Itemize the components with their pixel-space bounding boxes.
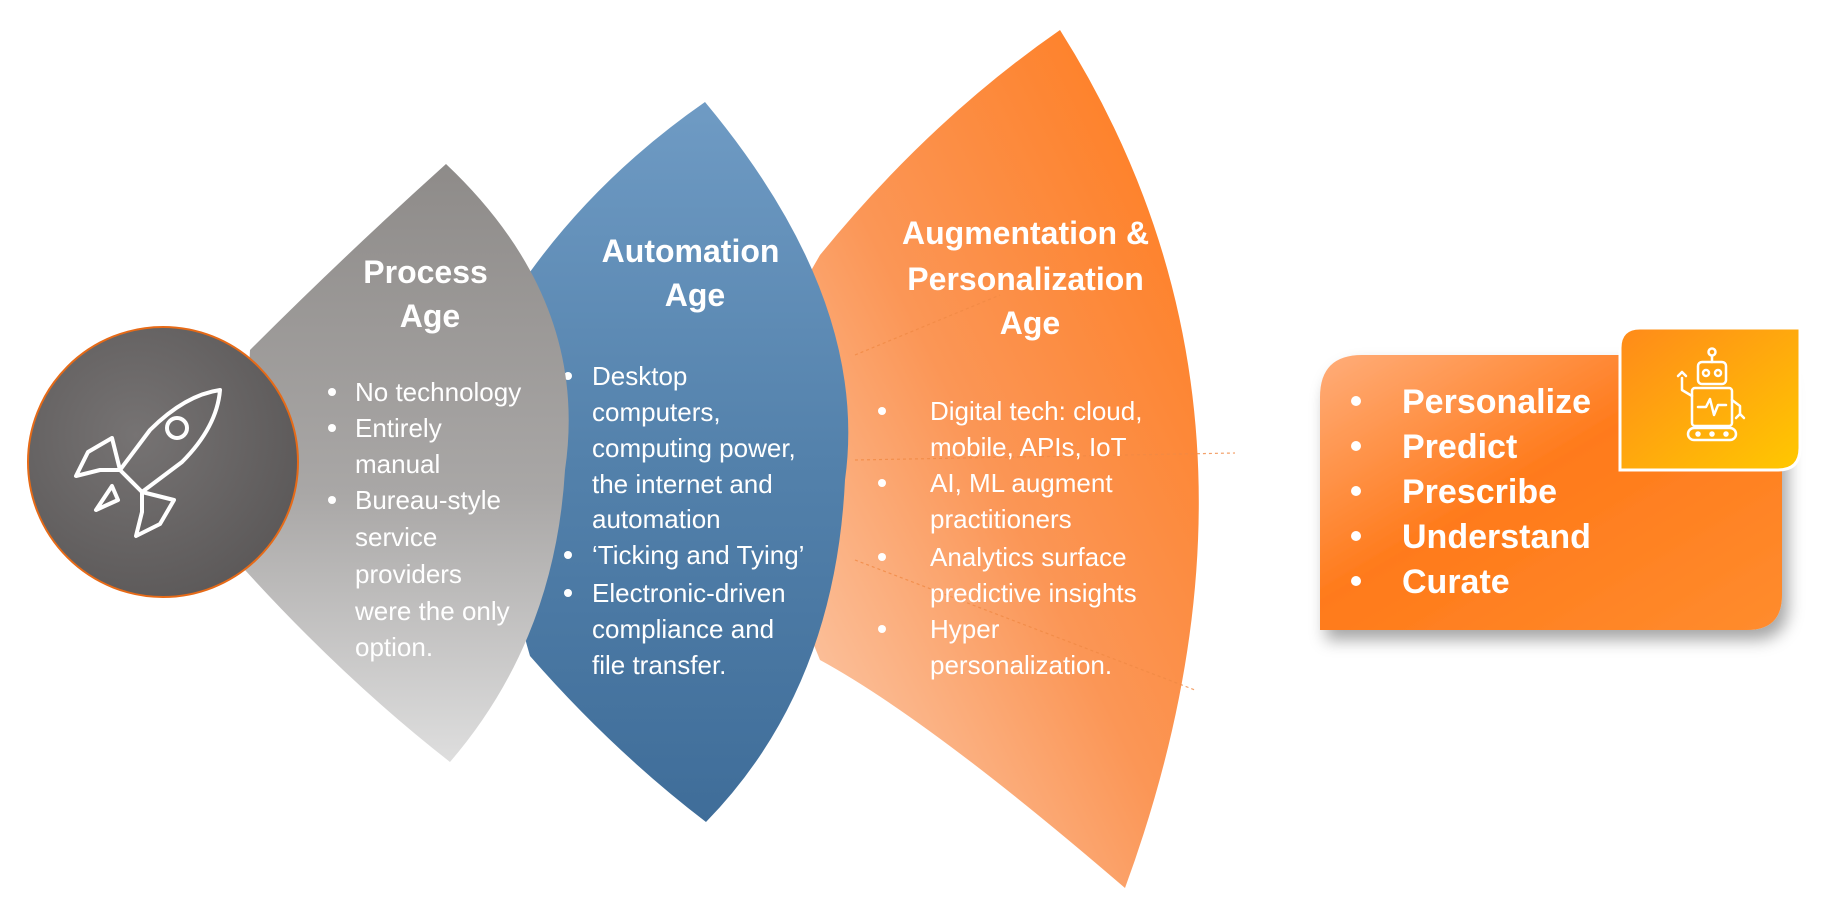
bullet-text: ‘Ticking and Tying’ [592, 540, 804, 570]
stage-divider-lines [854, 294, 1236, 691]
stage-title-line: Age [400, 298, 460, 334]
bullet-text: computing power, [592, 433, 796, 463]
robot-icon [1676, 347, 1746, 442]
stage-shape [770, 30, 1199, 888]
bullet-dot [564, 589, 572, 597]
stage-title-line: Process [363, 254, 488, 290]
card-item: Understand [1402, 518, 1591, 556]
bullet-text: option. [355, 632, 433, 662]
bullet-dot [328, 388, 336, 396]
stage-title: Process Age [363, 254, 496, 334]
bullet-text: Digital tech: cloud, [930, 396, 1142, 426]
capabilities-card: Personalize Predict Prescribe Understand… [1320, 326, 1802, 630]
stage-title: Augmentation & Personalization Age [902, 215, 1158, 341]
bullet-dot [564, 372, 572, 380]
bullet-text: Desktop [592, 361, 687, 391]
bullet-text: computers, [592, 397, 721, 427]
stage-bullets: Desktop computers, computing power, the … [564, 361, 804, 680]
bullet-dot [1351, 531, 1361, 541]
bullet-text: mobile, APIs, IoT [930, 432, 1127, 462]
bullet-text: AI, ML augment [930, 468, 1113, 498]
stage-augmentation-personalization: Augmentation & Personalization Age Digit… [770, 30, 1236, 888]
stage-shape [245, 164, 569, 762]
stage-bullets: Digital tech: cloud, mobile, APIs, IoT A… [878, 396, 1142, 680]
stage-process: Process Age No technology Entirely manua… [245, 164, 569, 762]
bullet-text: practitioners [930, 504, 1072, 534]
bullet-text: were the only [354, 596, 510, 626]
bullet-text: No technology [355, 377, 521, 407]
bullet-text: personalization. [930, 650, 1112, 680]
robot-badge [1618, 326, 1802, 472]
bullet-dot [878, 479, 886, 487]
bullet-dot [328, 424, 336, 432]
bullet-text: Analytics surface [930, 542, 1127, 572]
start-circle [27, 326, 299, 598]
bullet-dot [1351, 486, 1361, 496]
bullet-dot [1351, 396, 1361, 406]
bullet-dot [878, 625, 886, 633]
bullet-text: compliance and [592, 614, 774, 644]
bullet-text: Electronic-driven [592, 578, 786, 608]
stage-automation: Automation Age Desktop computers, comput… [500, 102, 849, 822]
bullet-dot [1351, 576, 1361, 586]
stage-title-line: Automation [602, 233, 780, 269]
rocket-icon [74, 388, 222, 538]
bullet-dot [1351, 441, 1361, 451]
stage-title-line: Augmentation & [902, 215, 1149, 251]
bullet-text: manual [355, 449, 440, 479]
bullet-dot [328, 496, 336, 504]
bullet-text: providers [355, 559, 462, 589]
bullet-dot [878, 553, 886, 561]
card-item: Prescribe [1402, 473, 1557, 511]
bullet-text: file transfer. [592, 650, 726, 680]
bullet-text: Entirely [355, 413, 442, 443]
card-item: Curate [1402, 563, 1510, 601]
card-item: Personalize [1402, 383, 1591, 421]
bullet-text: Bureau-style [355, 485, 501, 515]
bullet-dot [878, 407, 886, 415]
card-list: Personalize Predict Prescribe Understand… [1351, 383, 1591, 601]
stage-title-line: Age [665, 277, 725, 313]
bullet-text: automation [592, 504, 721, 534]
bullet-dot [564, 551, 572, 559]
bullet-text: Hyper [930, 614, 1000, 644]
stage-title: Automation Age [602, 233, 789, 313]
stage-title-line: Personalization [907, 261, 1144, 297]
bullet-text: the internet and [592, 469, 773, 499]
stage-title-line: Age [1000, 305, 1060, 341]
stage-shape [500, 102, 849, 822]
bullet-text: predictive insights [930, 578, 1137, 608]
card-item: Predict [1402, 428, 1517, 466]
bullet-text: service [355, 522, 437, 552]
stage-bullets: No technology Entirely manual Bureau-sty… [328, 377, 521, 662]
